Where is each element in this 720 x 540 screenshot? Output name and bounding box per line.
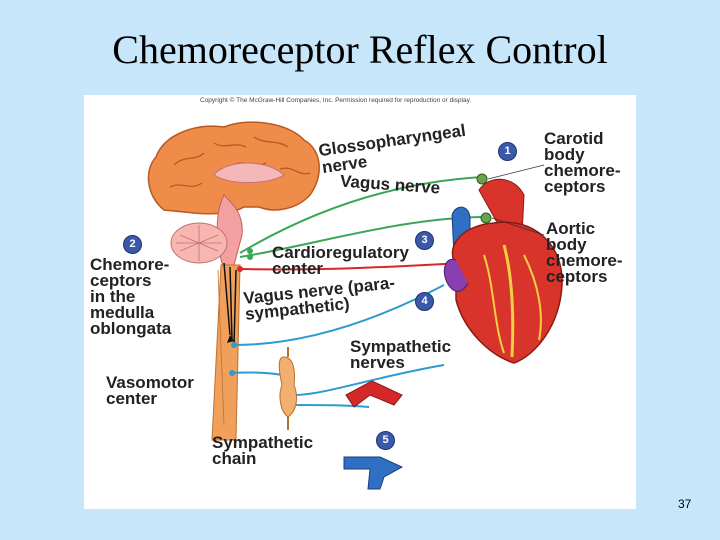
label-sympathetic-chain: Sympathetic chain [212, 433, 314, 468]
label-vasomotor-center: Vasomotor center [106, 373, 194, 408]
artery-illustration [345, 380, 403, 408]
label-medulla-chemoreceptors: Chemore- ceptors in the medulla oblongat… [90, 255, 172, 338]
label-sympathetic-nerves: Sympathetic nerves [350, 337, 452, 372]
step-badge-3: 3 [415, 231, 434, 250]
heart-illustration [443, 173, 563, 364]
label-cardioregulatory-center: Cardioregulatory center [272, 243, 409, 278]
sympathetic-chain-ganglion [278, 356, 297, 418]
step-badge-5: 5 [376, 431, 395, 450]
step-badge-1: 1 [498, 142, 517, 161]
slide-title: Chemoreceptor Reflex Control [112, 27, 608, 72]
brain-illustration [147, 121, 320, 441]
label-aortic-body: Aortic body chemore- ceptors [546, 219, 623, 286]
reflex-diagram: Copyright © The McGraw-Hill Companies, I… [84, 95, 636, 509]
label-carotid-body: Carotid body chemore- ceptors [544, 129, 621, 196]
glossopharyngeal-nerve-line [239, 176, 483, 254]
vein-illustration [343, 456, 404, 490]
copyright-notice: Copyright © The McGraw-Hill Companies, I… [200, 97, 472, 104]
vagus-parasympathetic-nerve-line [239, 262, 465, 271]
step-badge-2: 2 [123, 235, 142, 254]
diagram-artwork [147, 121, 563, 490]
page-number: 37 [678, 497, 692, 511]
step-badge-4: 4 [415, 292, 434, 311]
